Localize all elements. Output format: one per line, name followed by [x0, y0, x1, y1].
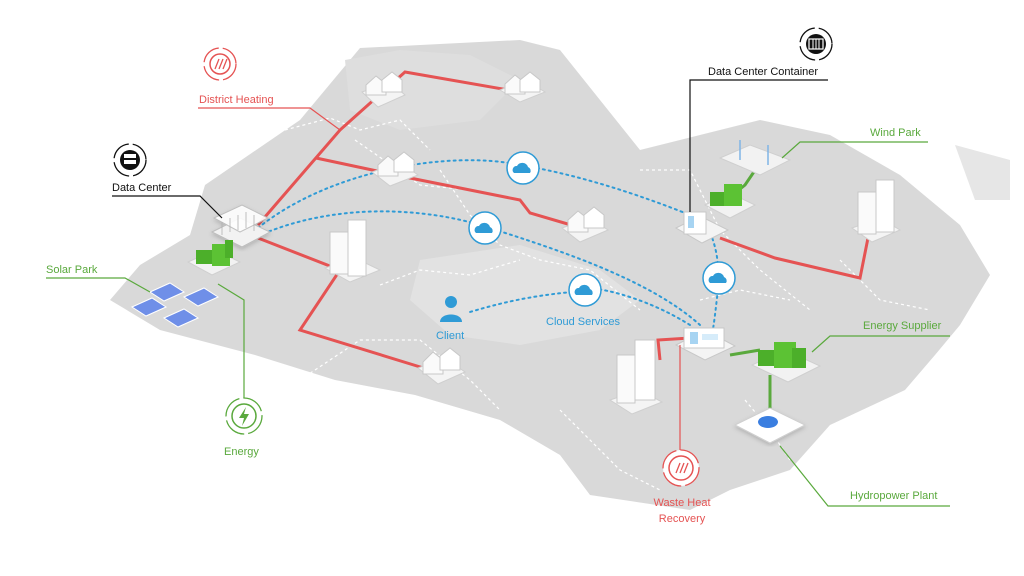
leader-energy [217, 283, 245, 398]
tower-center [323, 219, 382, 283]
border-line [839, 259, 931, 311]
cloud-link [257, 210, 701, 326]
label-energy: Energy [224, 446, 259, 458]
cloud-icon [506, 151, 540, 185]
border-line [439, 169, 641, 311]
border-line [699, 289, 791, 301]
border-line [299, 339, 501, 411]
land-light-patch [410, 245, 640, 345]
tower-bottom [608, 339, 664, 415]
cloud-link [589, 287, 691, 326]
leader-district-heating [198, 107, 341, 131]
houses-bottom [416, 347, 467, 385]
border-line [354, 139, 521, 201]
cloud-icon [468, 211, 502, 245]
heat-waves-icon [662, 449, 700, 487]
cloud-link [469, 291, 573, 313]
houses-center [370, 151, 420, 187]
power-station-left [186, 240, 242, 276]
leader-data-center [112, 195, 223, 219]
heating-pipe [719, 227, 872, 280]
heating-pipe [656, 336, 691, 361]
leader-energy-supplier [811, 335, 950, 353]
label-client: Client [436, 330, 465, 342]
server-rack-icon [113, 143, 147, 177]
label-waste-heat-line1: Waste Heat [653, 497, 711, 509]
leader-wind-park [781, 141, 928, 159]
cloud-icon [702, 261, 736, 295]
wind-park [718, 140, 792, 176]
energy-supplier-station [750, 342, 822, 383]
data-center-container-bottom [674, 327, 737, 361]
land-corner-right [955, 145, 1010, 200]
label-waste-heat-line2: Recovery [658, 513, 706, 525]
energy-line [729, 348, 761, 357]
district-borders [284, 117, 931, 491]
leader-container [689, 79, 828, 212]
border-line [744, 399, 791, 461]
hydropower-plant [733, 407, 807, 444]
label-wind-park: Wind Park [870, 127, 921, 139]
data-center-container-top [674, 211, 730, 244]
tower-right [850, 179, 902, 243]
border-line [284, 117, 431, 151]
label-hydropower-plant: Hydropower Plant [850, 490, 938, 502]
server-container-icon [799, 27, 833, 61]
solar-panels [130, 282, 220, 328]
houses-top-right [498, 71, 547, 103]
heat-waves-icon [203, 47, 237, 81]
heating-pipe [257, 236, 431, 372]
label-solar-park: Solar Park [46, 264, 98, 276]
data-center-building [210, 204, 272, 248]
lightning-bolt-icon [225, 397, 263, 435]
houses-mid [560, 206, 610, 243]
cloud-icon [568, 273, 602, 307]
user-icon [440, 296, 462, 322]
border-line [379, 259, 521, 286]
land-top-patch [345, 50, 520, 130]
houses-top [361, 71, 406, 108]
label-energy-supplier: Energy Supplier [863, 320, 942, 332]
label-cloud-services: Cloud Services [546, 316, 620, 328]
label-data-center: Data Center [112, 182, 172, 194]
leader-hydropower [779, 445, 950, 507]
label-data-center-container: Data Center Container [708, 66, 819, 78]
power-station-top [703, 184, 757, 219]
leader-solar-park [46, 277, 151, 293]
border-line [640, 169, 811, 311]
label-district-heating: District Heating [199, 94, 274, 106]
leader-lines [46, 79, 950, 507]
